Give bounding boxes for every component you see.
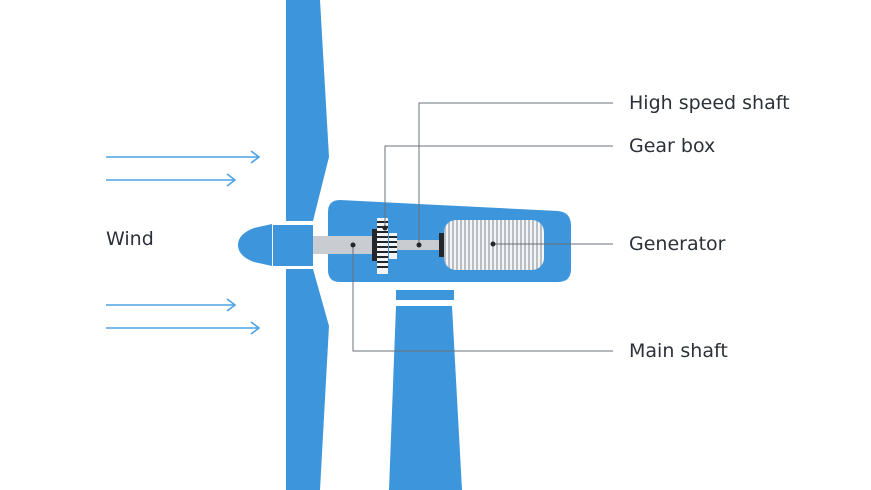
leader-dots	[350, 225, 496, 248]
wind-label: Wind	[106, 228, 154, 250]
upper-blade	[286, 0, 329, 221]
dot-generator	[490, 241, 496, 247]
dot-high-speed-shaft	[416, 242, 422, 248]
tower	[389, 306, 462, 490]
label-high-speed-shaft: High speed shaft	[629, 92, 790, 114]
generator-coupling	[439, 233, 444, 257]
leader-high-speed-shaft	[418, 102, 613, 245]
leader-main-shaft	[352, 245, 613, 352]
wind-arrow-3	[106, 298, 237, 312]
label-main-shaft: Main shaft	[629, 340, 728, 362]
wind-arrow-2	[106, 173, 237, 187]
wind-arrow-4	[106, 321, 261, 335]
leader-lines	[352, 102, 613, 352]
tower-top-flange	[396, 290, 454, 300]
label-gear-box: Gear box	[629, 135, 716, 157]
rotor-hub	[273, 225, 313, 266]
nose-cone	[238, 224, 272, 266]
leader-gear-box	[384, 145, 613, 228]
wind-arrow-1	[106, 150, 261, 164]
wind-arrows	[106, 150, 261, 335]
label-generator: Generator	[629, 233, 726, 255]
lower-blade	[286, 269, 329, 490]
gear-box	[372, 218, 397, 274]
main-shaft	[313, 236, 372, 254]
dot-main-shaft	[350, 242, 356, 248]
dot-gear-box	[382, 225, 388, 231]
